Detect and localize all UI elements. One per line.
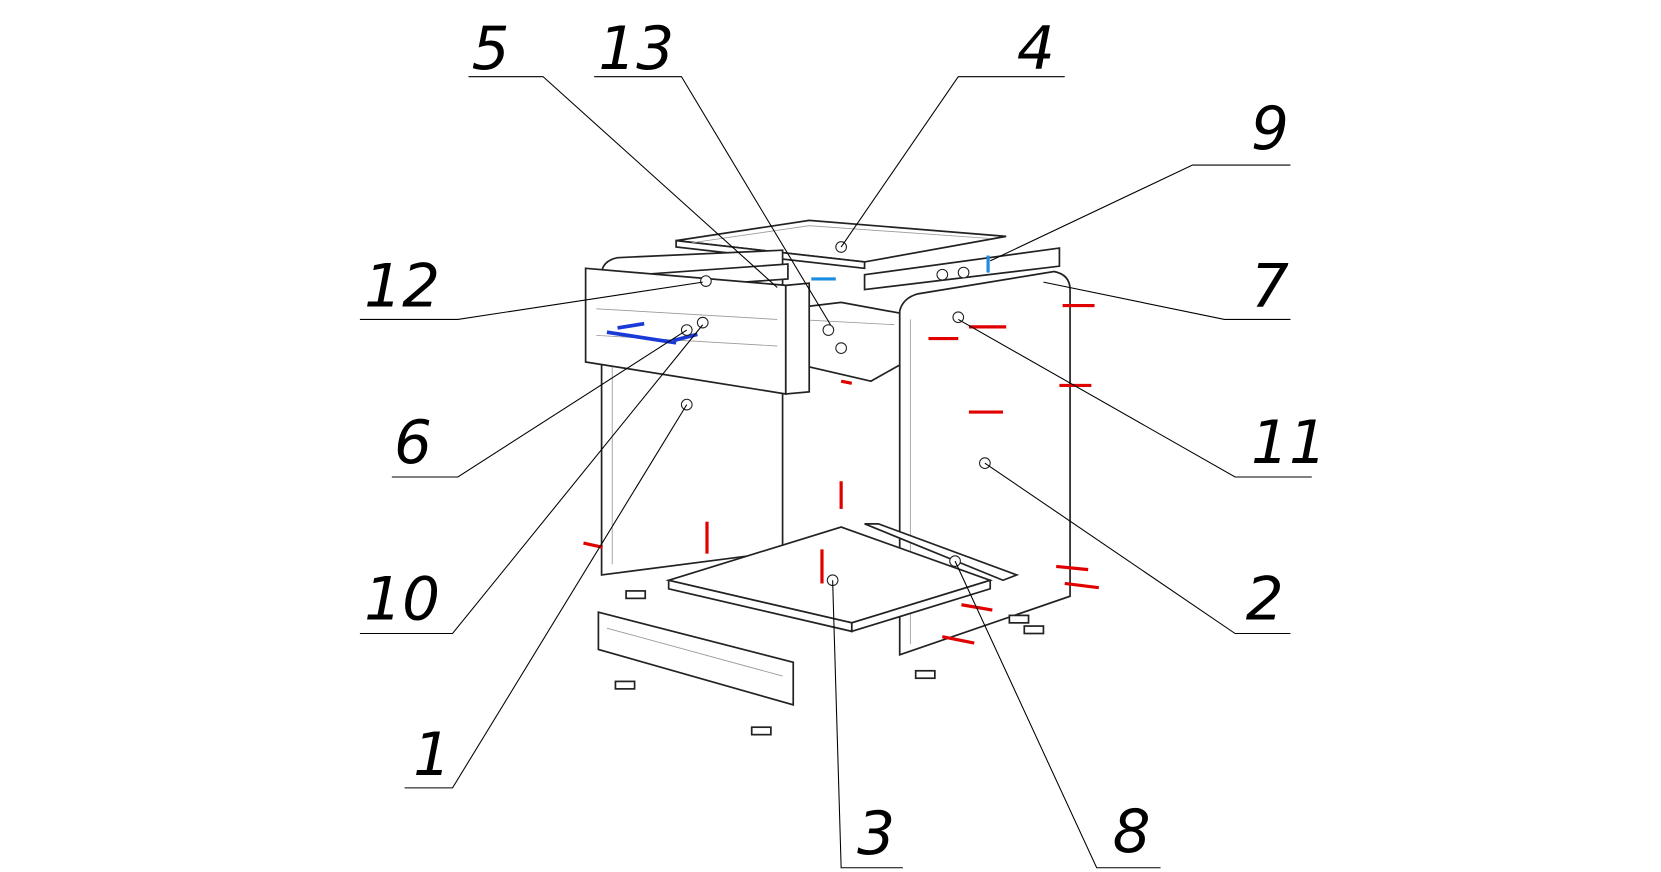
callout-11: 11 bbox=[958, 318, 1327, 478]
callout-label: 3 bbox=[857, 800, 895, 869]
callout-label: 9 bbox=[1251, 95, 1289, 164]
red-fasteners bbox=[583, 303, 1100, 645]
callout-4: 4 bbox=[840, 15, 1065, 248]
part-3-bottom-shelf bbox=[665, 526, 993, 633]
callout-5: 5 bbox=[468, 15, 778, 288]
blue-fasteners bbox=[606, 255, 990, 345]
callout-label: 7 bbox=[1251, 253, 1289, 322]
callout-label: 11 bbox=[1251, 409, 1327, 478]
callout-label: 2 bbox=[1246, 566, 1284, 635]
part-front-plinth bbox=[597, 611, 795, 706]
callout-9: 9 bbox=[989, 95, 1291, 262]
callout-label: 4 bbox=[1017, 15, 1055, 84]
callout-3: 3 bbox=[832, 580, 903, 869]
callout-label: 10 bbox=[364, 566, 440, 635]
feet bbox=[614, 590, 1045, 736]
callout-6: 6 bbox=[391, 329, 688, 478]
callout-10: 10 bbox=[359, 324, 704, 635]
callout-label: 8 bbox=[1113, 798, 1151, 867]
callout-7: 7 bbox=[1043, 253, 1291, 322]
callout-2: 2 bbox=[984, 462, 1291, 635]
callout-13: 13 bbox=[594, 15, 831, 326]
callout-12: 12 bbox=[359, 253, 703, 322]
callout-8: 8 bbox=[954, 560, 1161, 869]
callout-1: 1 bbox=[404, 404, 688, 790]
callout-label: 5 bbox=[472, 15, 510, 84]
callout-label: 13 bbox=[598, 15, 674, 84]
callout-label: 12 bbox=[364, 253, 440, 322]
callout-label: 1 bbox=[413, 721, 451, 790]
callout-label: 6 bbox=[394, 409, 432, 478]
